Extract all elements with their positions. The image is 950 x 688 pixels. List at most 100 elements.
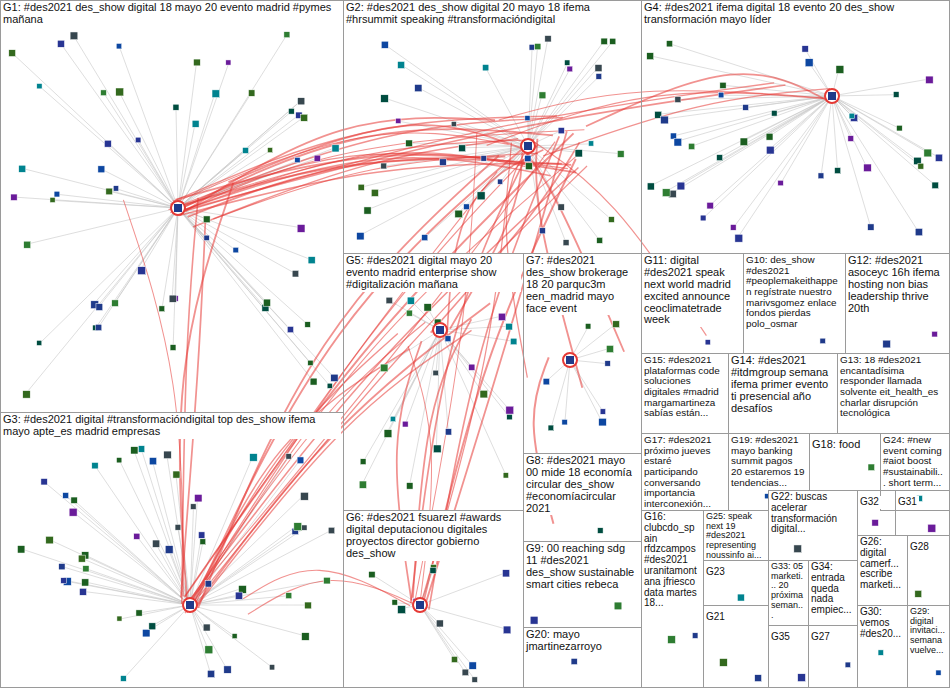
group-box: G9: 00 reaching sdg 11 #des2021 des_show… [523, 541, 642, 628]
user-icon [897, 125, 903, 131]
tie-line [190, 495, 304, 605]
tie-curve [243, 570, 410, 605]
user-icon [112, 300, 119, 307]
user-icon [717, 155, 723, 161]
user-icon [294, 523, 302, 531]
user-icon [314, 155, 320, 161]
tie-line [832, 95, 896, 96]
group-box: G20: mayo jmartinezarroyo [523, 627, 642, 688]
hub-icon [825, 89, 839, 103]
tie-line [769, 96, 832, 136]
user-icon [37, 84, 42, 89]
user-icon [286, 593, 292, 599]
tie-line [178, 62, 197, 208]
user-icon [675, 97, 681, 103]
user-icon [928, 524, 936, 532]
user-icon [332, 145, 339, 152]
group-box: G31 [895, 490, 950, 536]
user-icon [845, 662, 850, 667]
tie-line [152, 461, 190, 605]
user-icon [360, 459, 366, 465]
user-icon [692, 633, 698, 639]
tie-curve [586, 74, 832, 126]
user-icon [705, 340, 710, 345]
tie-line [672, 96, 832, 193]
group-label: G14: #des2021 #itdmgroup semana ifema pr… [729, 354, 835, 415]
hub-avatar [566, 356, 574, 364]
user-icon [597, 237, 603, 243]
group-label: G30: vemos #des20... [858, 606, 905, 640]
tie-line [733, 96, 832, 228]
tie-curve [248, 580, 422, 614]
user-icon [601, 38, 607, 44]
hub-avatar [174, 204, 182, 212]
tie-line [190, 460, 300, 605]
user-icon [525, 155, 531, 161]
user-icon [149, 458, 156, 465]
tie-line [40, 208, 178, 343]
group-label: G29: digital invitaci... semana vuelve..… [908, 606, 947, 657]
user-icon [82, 579, 89, 586]
user-icon [381, 41, 388, 48]
user-icon [263, 299, 270, 306]
hub-avatar [828, 92, 836, 100]
group-box: G22: buscas acelerar transformación digi… [768, 490, 858, 561]
user-icon [80, 588, 87, 595]
user-icon [117, 616, 122, 621]
tie-line [420, 605, 472, 665]
user-icon [430, 567, 436, 573]
group-label: G22: buscas acelerar transformación digi… [769, 491, 855, 536]
tie-curve [199, 166, 587, 596]
user-icon [398, 61, 405, 68]
group-label: G21 [704, 611, 727, 624]
group-label: G12: #des2021 asoceyc 16h ifema hosting … [846, 254, 947, 315]
user-icon [381, 95, 389, 103]
user-icon [567, 66, 573, 72]
user-icon [402, 421, 408, 427]
user-icon [195, 494, 202, 501]
user-icon [305, 602, 312, 609]
user-icon [720, 659, 728, 667]
user-icon [37, 340, 42, 345]
user-icon [868, 464, 875, 471]
user-icon [849, 113, 855, 119]
tie-line [710, 96, 832, 205]
tie-line [832, 96, 935, 185]
user-icon [269, 665, 274, 670]
tie-line [528, 39, 548, 146]
user-icon [173, 471, 180, 478]
group-label: G27 [809, 631, 832, 644]
group-box: G3: #des2021 digital #transformacióndigi… [0, 412, 344, 688]
user-icon [407, 483, 413, 489]
group-label: G6: #des2021 fsuarezl #awards digital de… [344, 511, 521, 561]
tie-line [832, 96, 921, 166]
user-icon [203, 216, 210, 223]
tie-line [440, 330, 513, 341]
user-icon [526, 163, 533, 170]
user-icon [459, 145, 466, 152]
user-icon [562, 419, 567, 424]
group-label: G17: #des2021 próximo jueves estaré part… [642, 434, 726, 511]
group-box: G11: digital #des2021 speak next world m… [641, 253, 744, 354]
group-label: G10: des_show #des2021 #peoplemakeithapp… [744, 254, 843, 331]
group-label: G31 [896, 496, 919, 509]
tie-line [73, 35, 178, 208]
tie-line [190, 605, 227, 669]
group-label: G28 [908, 541, 931, 554]
user-icon [585, 323, 591, 329]
user-icon [605, 361, 610, 366]
user-icon [543, 378, 549, 384]
user-icon [433, 370, 438, 375]
group-label: G33: 05 marketi... 20 próxima seman... [769, 561, 806, 621]
group-box: G25: speak next 19 #des2021 representing… [703, 510, 769, 561]
tie-curve [185, 133, 574, 596]
user-icon [297, 457, 304, 464]
tie-line [66, 496, 190, 605]
user-icon [233, 247, 239, 253]
tie-line [420, 605, 465, 672]
user-icon [924, 149, 932, 157]
user-icon [915, 590, 922, 597]
user-icon [599, 418, 607, 426]
tie-line [677, 96, 832, 141]
user-icon [558, 128, 564, 134]
